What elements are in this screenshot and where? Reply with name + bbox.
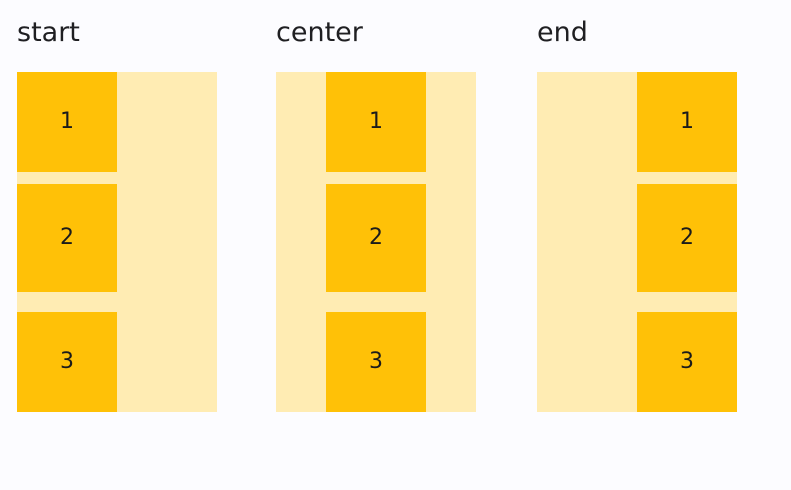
flex-item: 2 [637,184,737,292]
flex-item: 3 [326,312,426,412]
flex-item: 1 [637,72,737,172]
demo-label-center: center [276,17,363,48]
demo-label-start: start [17,17,80,48]
flex-item: 2 [326,184,426,292]
flex-container-start: 1 2 3 [17,72,217,412]
demo-label-end: end [537,17,588,48]
flex-item: 3 [637,312,737,412]
flex-container-end: 1 2 3 [537,72,737,412]
flex-item: 1 [326,72,426,172]
flex-item: 2 [17,184,117,292]
flex-container-center: 1 2 3 [276,72,476,412]
flex-item: 3 [17,312,117,412]
flex-item: 1 [17,72,117,172]
